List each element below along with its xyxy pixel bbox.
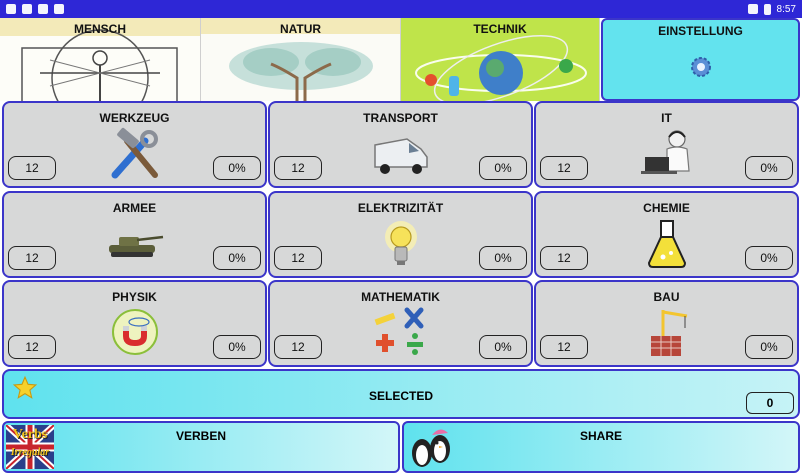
tile-title: BAU: [653, 290, 680, 304]
tile-title: WERKZEUG: [99, 111, 170, 125]
word-count: 12: [8, 246, 56, 270]
word-count: 12: [540, 246, 588, 270]
lightbulb-icon: [384, 221, 417, 265]
tile-chemie[interactable]: CHEMIE 12 0%: [534, 191, 799, 278]
word-count: 12: [540, 156, 588, 180]
share-label: SHARE: [579, 429, 622, 443]
atom-globe-icon: [415, 35, 587, 101]
progress-percent: 0%: [479, 156, 527, 180]
selected-button[interactable]: SELECTED 0: [2, 369, 800, 419]
progress-percent: 0%: [745, 156, 793, 180]
progress-percent: 0%: [213, 335, 261, 359]
van-icon: [373, 138, 428, 174]
tile-physik[interactable]: PHYSIK 12 0%: [2, 280, 267, 367]
progress-percent: 0%: [479, 335, 527, 359]
tab-label: EINSTELLUNG: [658, 24, 743, 38]
verbs-logo-bottom: Irregular: [10, 447, 50, 458]
penguins-share-icon: [412, 429, 450, 467]
notification-n-icon: [38, 4, 48, 14]
status-bar: 8:57: [0, 0, 802, 18]
progress-percent: 0%: [213, 156, 261, 180]
tools-icon: [111, 127, 158, 179]
tile-werkzeug[interactable]: WERKZEUG 12 0%: [2, 101, 267, 188]
computer-user-icon: [640, 130, 690, 174]
selected-label: SELECTED: [368, 389, 433, 403]
tab-einstellung[interactable]: EINSTELLUNG: [601, 18, 800, 101]
flask-icon: [647, 220, 686, 268]
tile-title: TRANSPORT: [363, 111, 438, 125]
progress-percent: 0%: [479, 246, 527, 270]
word-count: 12: [8, 335, 56, 359]
word-count: 12: [274, 246, 322, 270]
sd-card-icon: [22, 4, 32, 14]
vitruvian-man-icon: [0, 29, 200, 101]
tab-natur[interactable]: NATUR: [201, 18, 401, 101]
verben-label: VERBEN: [175, 429, 226, 443]
magnet-atom-icon: [111, 309, 158, 355]
word-count: 12: [274, 156, 322, 180]
progress-percent: 0%: [745, 246, 793, 270]
word-count: 12: [274, 335, 322, 359]
tree-icon: [201, 34, 400, 101]
word-count: 12: [8, 156, 56, 180]
tile-title: IT: [661, 111, 672, 125]
tank-icon: [108, 235, 163, 257]
tab-label: MENSCH: [73, 22, 126, 36]
gear-icon: [691, 57, 711, 77]
tab-technik[interactable]: TECHNIK: [401, 18, 600, 101]
verben-button[interactable]: Verbs Irregular VERBEN: [2, 421, 400, 473]
tile-elektrizitaet[interactable]: ELEKTRIZITÄT 12 0%: [268, 191, 533, 278]
share-button[interactable]: SHARE: [402, 421, 800, 473]
tile-it[interactable]: IT 12 0%: [534, 101, 799, 188]
tab-label: NATUR: [279, 22, 322, 36]
tile-armee[interactable]: ARMEE 12 0%: [2, 191, 267, 278]
crane-icon: [650, 310, 687, 356]
progress-percent: 0%: [745, 335, 793, 359]
math-symbols-icon: [374, 307, 423, 355]
tile-title: MATHEMATIK: [361, 290, 440, 304]
tab-label: TECHNIK: [473, 22, 527, 36]
selected-count: 0: [746, 392, 794, 414]
tile-transport[interactable]: TRANSPORT 12 0%: [268, 101, 533, 188]
verbs-logo-icon: Verbs Irregular: [6, 425, 54, 469]
verbs-logo-top: Verbs: [12, 427, 48, 442]
status-time: 8:57: [776, 3, 796, 15]
star-icon: [12, 375, 38, 399]
signal-icon: [747, 4, 758, 14]
battery-icon: [763, 3, 771, 15]
tile-bau[interactable]: BAU 12 0%: [534, 280, 799, 367]
progress-percent: 0%: [213, 246, 261, 270]
app-icon: [6, 4, 16, 14]
image-icon: [54, 4, 64, 14]
tab-mensch[interactable]: MENSCH: [0, 18, 201, 101]
tile-mathematik[interactable]: MATHEMATIK 12 0%: [268, 280, 533, 367]
category-tabs: MENSCH NATUR TECHNIK EINSTELLUNG: [0, 18, 802, 101]
tile-title: ARMEE: [112, 201, 157, 215]
tile-title: CHEMIE: [643, 201, 690, 215]
tile-title: PHYSIK: [112, 290, 157, 304]
tile-title: ELEKTRIZITÄT: [357, 201, 444, 215]
word-count: 12: [540, 335, 588, 359]
